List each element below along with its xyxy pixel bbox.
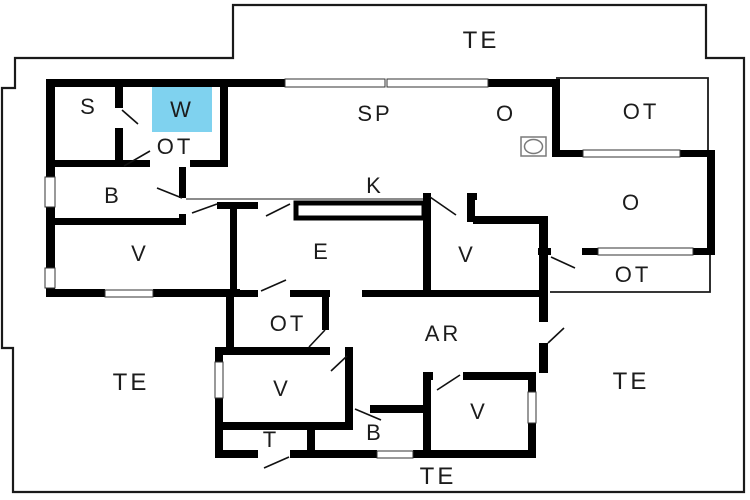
room-label-t[interactable]: T bbox=[262, 427, 280, 452]
room-label-e[interactable]: E bbox=[313, 239, 331, 264]
terrace-label-te-top[interactable]: TE bbox=[462, 27, 500, 54]
room-label-o-living[interactable]: O bbox=[495, 101, 517, 126]
room-label-v-bottom-left[interactable]: V bbox=[273, 376, 291, 401]
room-label-v-center[interactable]: V bbox=[458, 242, 476, 267]
washer-icon bbox=[520, 136, 547, 157]
room-label-k[interactable]: K bbox=[366, 173, 384, 198]
terrace-label-te-left[interactable]: TE bbox=[112, 369, 150, 396]
room-label-v-bottom-right[interactable]: V bbox=[470, 399, 488, 424]
room-label-o-right[interactable]: O bbox=[621, 190, 643, 215]
terrace-label-te-right[interactable]: TE bbox=[612, 368, 650, 395]
room-label-v-top-left[interactable]: V bbox=[131, 241, 149, 266]
room-label-ot-entry[interactable]: OT bbox=[156, 134, 194, 159]
terrace-lines bbox=[186, 77, 711, 293]
kitchen-counter bbox=[293, 200, 427, 221]
terrace-label-te-bottom[interactable]: TE bbox=[419, 463, 457, 490]
room-label-ot-top-right[interactable]: OT bbox=[622, 99, 660, 124]
walls-layer bbox=[46, 79, 715, 458]
room-label-ar[interactable]: AR bbox=[424, 321, 462, 346]
room-label-ot-right[interactable]: OT bbox=[614, 262, 652, 287]
room-label-sp[interactable]: SP bbox=[357, 101, 393, 126]
w-room-highlight[interactable] bbox=[152, 86, 212, 132]
room-label-b-bottom[interactable]: B bbox=[366, 420, 384, 445]
doors-layer bbox=[121, 109, 576, 469]
room-label-b-top[interactable]: B bbox=[104, 183, 122, 208]
room-label-s[interactable]: S bbox=[80, 94, 98, 119]
room-label-ot-middle[interactable]: OT bbox=[269, 311, 307, 336]
room-label-w[interactable]: W bbox=[170, 97, 194, 122]
windows-layer bbox=[44, 78, 694, 459]
